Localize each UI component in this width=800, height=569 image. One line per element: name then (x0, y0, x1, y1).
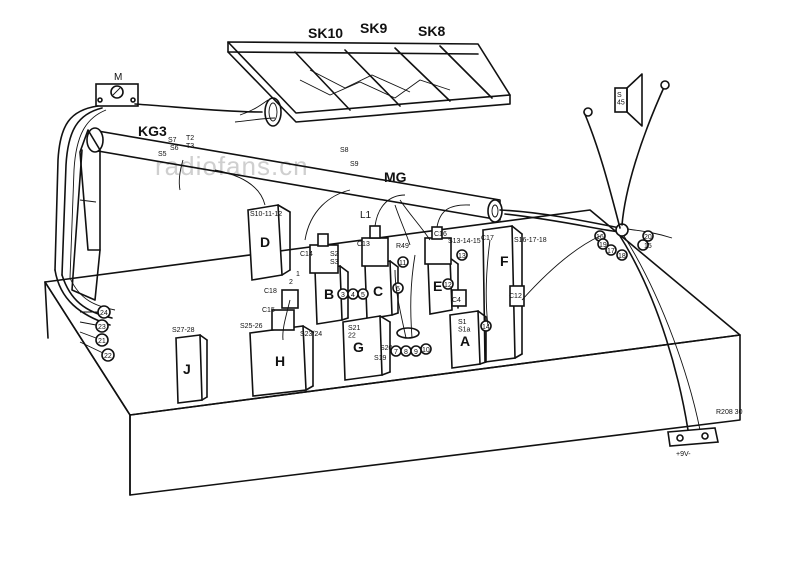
meter-m (95, 83, 139, 107)
terminal-24: 24 (100, 310, 108, 317)
comp-s19: S19 (374, 355, 387, 362)
terminal-23: 23 (98, 324, 106, 331)
terminal-18: 18 (618, 253, 626, 260)
terminal-callouts-mid (337, 230, 654, 357)
module-f-switch: S16-17-18 (514, 237, 547, 244)
module-d (247, 204, 291, 281)
module-c-label: C (373, 283, 383, 299)
drawing-ref: R208 30 (716, 409, 743, 416)
terminal-13: 13 (458, 253, 466, 260)
label-meter: M (114, 72, 122, 83)
terminal-3: 3 (341, 292, 345, 299)
switch-tray (227, 41, 511, 127)
module-h-label: H (275, 353, 285, 369)
terminal-1: 1 (296, 271, 300, 278)
comp-c14: C14 (300, 251, 313, 258)
terminal-9: 9 (414, 349, 418, 356)
terminal-12: 12 (444, 282, 452, 289)
module-b-label: B (324, 286, 334, 302)
comp-t3: T3 (186, 143, 194, 150)
comp-t2: T2 (186, 135, 194, 142)
terminal-17: 17 (607, 248, 615, 255)
comp-c15: C15 (262, 307, 275, 314)
watermark: radiofans.cn (155, 151, 309, 181)
terminal-22: 22 (104, 353, 112, 360)
comp-c17: C17 (481, 235, 494, 242)
module-c (361, 225, 399, 320)
comp-r49: R49 (396, 243, 409, 250)
antenna-rod (71, 127, 503, 301)
terminal-20: 20 (644, 234, 652, 241)
terminal-21: 21 (98, 338, 106, 345)
comp-s5: S5 (158, 151, 167, 158)
comp-c18: C18 (264, 288, 277, 295)
supply-terminal (667, 427, 719, 447)
module-g (342, 315, 391, 381)
terminal-14: 14 (482, 324, 490, 331)
comp-s6: S6 (170, 145, 179, 152)
module-g-label: G (353, 339, 364, 355)
terminal-15: 15 (644, 243, 652, 250)
comp-c12: C12 (509, 293, 522, 300)
module-h-switch: S23/24 (300, 331, 322, 338)
module-j-switch: S27-28 (172, 327, 195, 334)
module-b (309, 233, 349, 325)
comp-c4: C4 (452, 297, 461, 304)
chassis (44, 209, 741, 496)
module-d-label: D (260, 234, 270, 250)
module-e-switch: S13-14-15 (448, 238, 481, 245)
terminal-5: 5 (361, 292, 365, 299)
terminal-callouts-left (79, 305, 115, 362)
label-kg3: KG3 (138, 123, 167, 139)
comp-s7: S7 (168, 137, 177, 144)
speaker (583, 73, 670, 127)
terminal-19: 19 (599, 242, 607, 249)
comp-c13: C13 (357, 241, 370, 248)
comp-s20: S20 (380, 345, 393, 352)
module-e (424, 226, 459, 315)
terminal-8: 8 (404, 349, 408, 356)
harness-right (499, 84, 701, 431)
terminal-7: 7 (394, 349, 398, 356)
internal-wiring (178, 159, 601, 341)
module-f-label: F (500, 253, 509, 269)
terminal-4: 4 (351, 292, 355, 299)
module-j (175, 334, 208, 404)
module-d-switch: S10-11-12 (250, 211, 282, 218)
terminal-11: 11 (399, 260, 406, 267)
label-supply: +9V- (676, 451, 691, 458)
terminal-10: 10 (422, 347, 430, 354)
comp-s25-26: S25-26 (240, 323, 263, 330)
terminal-6: 6 (396, 286, 400, 293)
comp-s2: S2 (330, 251, 339, 258)
terminal-16: 16 (596, 234, 604, 241)
label-sk10: SK10 (308, 25, 343, 41)
terminal-2: 2 (289, 279, 293, 286)
module-e-label: E (433, 278, 442, 294)
comp-s9: S9 (350, 161, 359, 168)
comp-s3: S3 (330, 259, 339, 266)
label-mg: MG (384, 169, 407, 185)
label-sk8: SK8 (418, 23, 445, 39)
capacitors (281, 199, 525, 339)
module-j-label: J (183, 361, 191, 377)
comp-c16: C16 (434, 231, 447, 238)
label-sk9: SK9 (360, 20, 387, 36)
module-a-label: A (460, 333, 470, 349)
label-l1: L1 (360, 210, 372, 221)
module-a (449, 310, 487, 369)
comp-s8: S8 (340, 147, 349, 154)
